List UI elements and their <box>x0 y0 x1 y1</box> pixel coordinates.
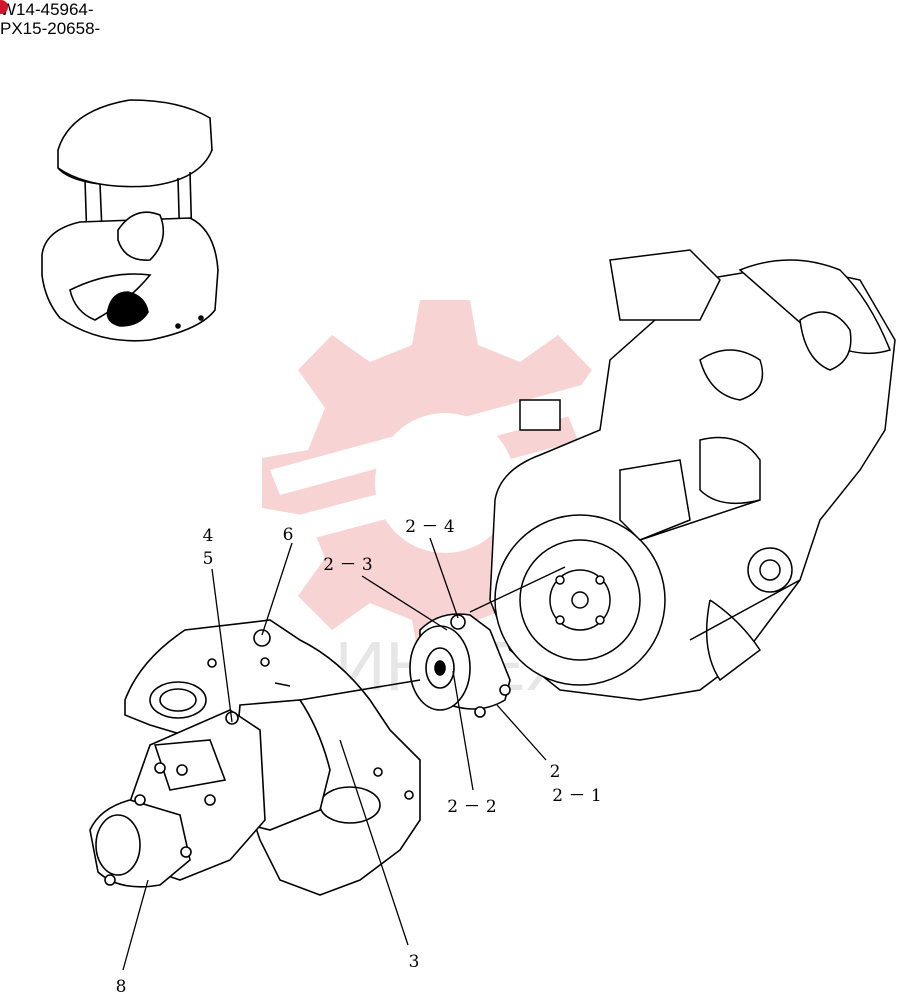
callout-2-3: 2 － 3 <box>323 555 372 575</box>
part-code-line-2: PX15-20658- <box>0 19 101 38</box>
callout-8: 8 <box>116 977 127 997</box>
callout-6: 6 <box>283 525 294 545</box>
callout-4: 4 <box>203 526 214 546</box>
callout-2-1: 2 － 1 <box>552 786 601 806</box>
callout-2-2: 2 － 2 <box>447 797 496 817</box>
marker-dot-icon <box>0 0 8 14</box>
callout-2-4: 2 － 4 <box>405 517 454 537</box>
hydraulic-pump-part-8 <box>89 679 421 888</box>
engine-assembly <box>489 249 896 701</box>
part-code-line-1: W14-45964- <box>0 0 94 19</box>
part-code-header: W14-45964- PX15-20658- <box>0 0 100 38</box>
callout-3: 3 <box>409 952 420 972</box>
callout-2: 2 <box>550 762 561 782</box>
leader-lines <box>122 537 566 971</box>
coupling-part-2 <box>409 613 511 718</box>
machine-thumbnail <box>41 99 219 342</box>
callout-5: 5 <box>203 549 214 569</box>
